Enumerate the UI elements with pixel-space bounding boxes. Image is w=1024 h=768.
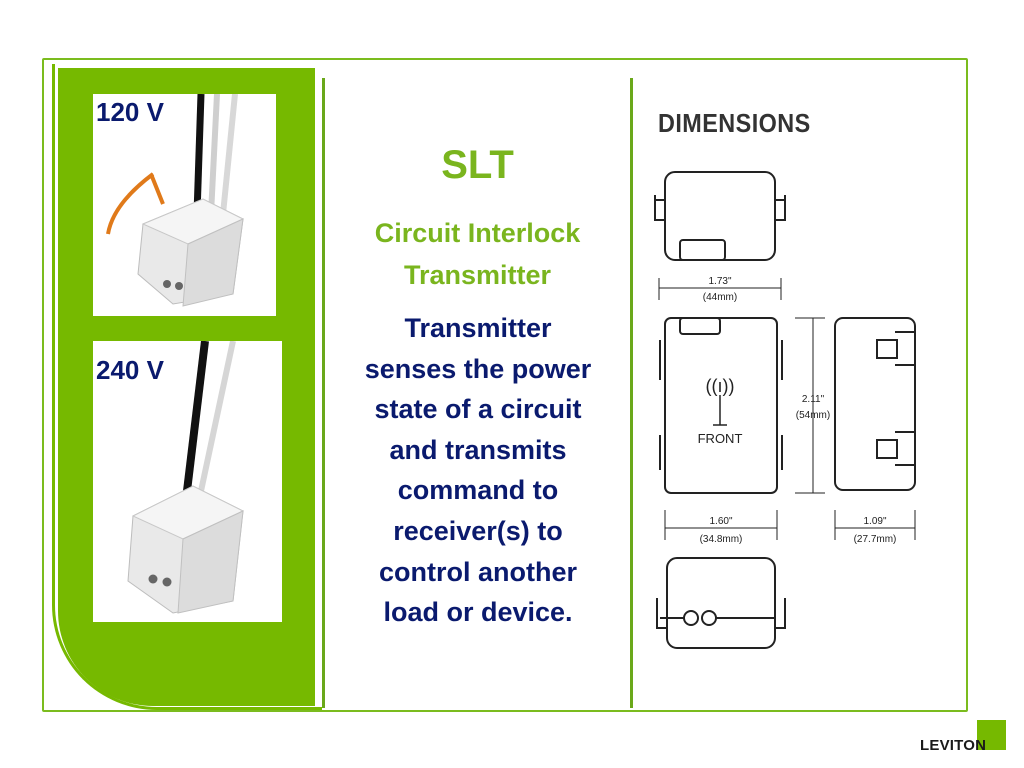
dimensions-heading: DIMENSIONS — [658, 108, 811, 138]
description-line: control another — [378, 556, 577, 587]
dim-depth-mm: (27.7mm) — [854, 534, 897, 545]
product-photo-240v — [93, 341, 282, 622]
product-subtitle-line2: Transmitter — [403, 260, 552, 290]
dim-width-top-mm: (44mm) — [703, 292, 737, 303]
transmitter-240v-image — [127, 341, 245, 614]
dim-height: 2.11" — [802, 394, 825, 405]
dim-width-bottom-mm: (34.8mm) — [700, 534, 743, 545]
side-view-outline — [834, 317, 916, 491]
description-line: receiver(s) to — [393, 515, 563, 546]
description-line: Transmitter — [404, 313, 552, 343]
description-line: command to — [397, 475, 559, 506]
transmitter-120v-image — [106, 94, 245, 307]
dim-depth: 1.09" — [863, 516, 886, 527]
dim-width-top: 1.73" — [708, 276, 731, 287]
top-view-outline — [664, 171, 776, 261]
divider-right — [630, 78, 633, 708]
logo-green-square — [977, 720, 1006, 750]
voltage-label-240v: 240 V — [96, 355, 164, 385]
divider-left — [322, 78, 325, 708]
dim-height-mm: (54mm) — [796, 410, 830, 421]
dimension-drawing: 1.73" (44mm) ((ı)) FRONT 2.11" (54mm) 1.… — [654, 171, 916, 649]
description-line: load or device. — [383, 597, 573, 628]
product-title: SLT — [441, 143, 514, 187]
description-line: senses the power — [364, 353, 592, 384]
product-subtitle-line1: Circuit Interlock — [374, 218, 581, 248]
green-edge-decoration — [52, 64, 322, 710]
signal-icon: ((ı)) — [706, 376, 735, 396]
product-description: Transmitter senses the power state of a … — [330, 308, 626, 633]
description-line: and transmits — [389, 434, 567, 465]
front-label: FRONT — [698, 431, 743, 446]
leviton-logo: LEVITON — [920, 720, 1006, 760]
bottom-view-outline — [666, 557, 776, 649]
description-line: state of a circuit — [374, 394, 582, 425]
product-photo-120v — [93, 94, 276, 316]
voltage-label-120v: 120 V — [96, 97, 164, 127]
slide-frame — [42, 58, 968, 712]
front-view-outline — [664, 317, 778, 494]
dim-width-bottom: 1.60" — [709, 516, 732, 527]
logo-text: LEVITON — [920, 737, 987, 754]
